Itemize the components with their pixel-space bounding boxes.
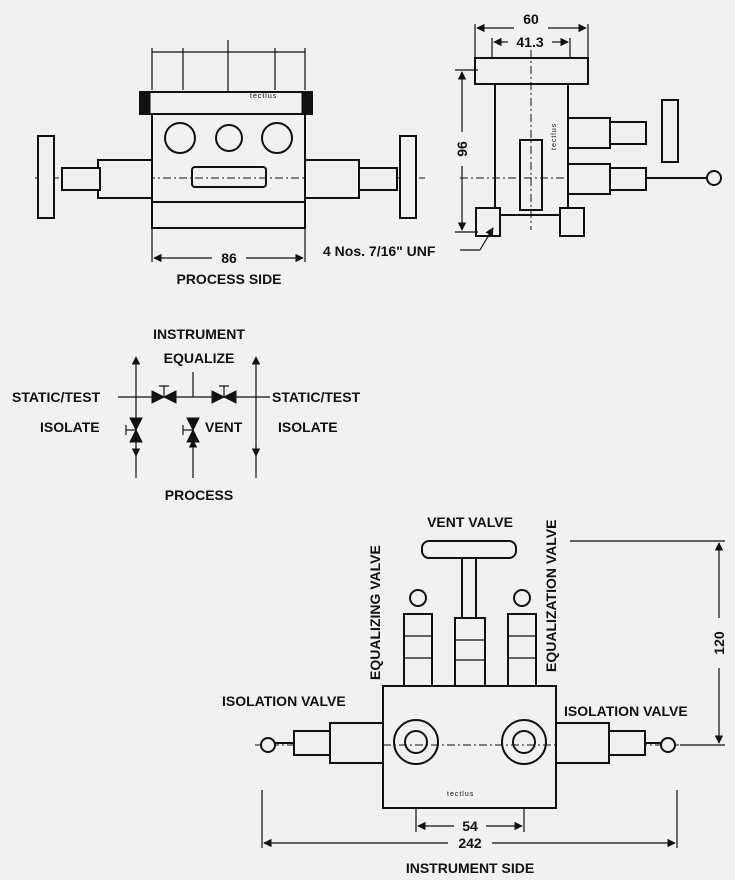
equalizing-valve-knob (409, 589, 427, 607)
schematic-label-isolate-right: ISOLATE (278, 419, 338, 435)
port-left-outer (393, 719, 439, 765)
vent-t-handle (421, 540, 517, 559)
front-body (151, 113, 306, 203)
inner-dimension: 54 (462, 818, 478, 834)
equalizing-valve-label: EQUALIZING VALVE (367, 545, 383, 680)
front-bonnet-right (304, 159, 360, 199)
side-height-dimension: 96 (454, 141, 470, 157)
side-view: 60 41.3 tectlus 96 4 Nos. 7/1 (323, 11, 722, 259)
side-bonnet-lower (567, 163, 611, 195)
height-dimension: 120 (711, 631, 727, 655)
thread-note: 4 Nos. 7/16" UNF (323, 243, 436, 259)
front-handwheel-right (399, 135, 417, 219)
front-width-dimension: 86 (221, 250, 237, 266)
front-port-center (215, 124, 243, 152)
isolation-valve-left-bonnet (329, 722, 384, 764)
schematic-label-isolate-left: ISOLATE (40, 419, 100, 435)
isolation-valve-right-bonnet (555, 722, 610, 764)
front-view: tectlus 86 PROCESS SIDE (35, 40, 425, 287)
front-port-left (164, 122, 196, 154)
schematic-label-vent: VENT (205, 419, 243, 435)
flow-schematic: INSTRUMENT EQUALIZE STATIC/TEST ISOLATE … (12, 326, 361, 503)
front-port-right (261, 122, 293, 154)
equalizing-valve-bonnet (403, 613, 433, 689)
side-stem-lower (609, 167, 647, 191)
vent-valve-bonnet (454, 617, 486, 689)
isolation-valve-left-stem (293, 730, 331, 756)
vent-valve-label: VENT VALVE (427, 514, 513, 530)
side-stem-upper (609, 121, 647, 145)
front-base (151, 201, 306, 229)
equalization-valve-knob (513, 589, 531, 607)
port-right-inner (512, 730, 536, 754)
side-width-dimension: 60 (523, 11, 539, 27)
side-foot-right (559, 207, 585, 237)
equalization-valve-label: EQUALIZATION VALVE (543, 520, 559, 672)
front-stem-right (358, 167, 398, 191)
isolation-valve-right-stem (608, 730, 646, 756)
side-lever-knob (706, 170, 722, 186)
side-inner-dimension: 41.3 (516, 34, 543, 50)
isolation-valve-right-knob (660, 737, 676, 753)
schematic-label-equalize: EQUALIZE (164, 350, 235, 366)
front-top-dimension (151, 40, 306, 95)
overall-dimension: 242 (458, 835, 482, 851)
bottom-view: VENT VALVE EQUALIZING VALVE EQUALIZATION… (222, 514, 727, 876)
side-handwheel (661, 99, 679, 163)
schematic-label-static-test-right: STATIC/TEST (272, 389, 361, 405)
isolation-valve-left-knob (260, 737, 276, 753)
equalization-valve-bonnet (507, 613, 537, 689)
front-brand-mark: tectlus (250, 93, 277, 100)
front-center-handle (191, 166, 267, 188)
schematic-label-static-test-left: STATIC/TEST (12, 389, 101, 405)
side-brand-mark: tectlus (551, 123, 558, 150)
port-right-outer (501, 719, 547, 765)
schematic-label-instrument: INSTRUMENT (153, 326, 245, 342)
bottom-brand-mark: tectlus (447, 791, 474, 798)
isolation-valve-label-right: ISOLATION VALVE (564, 703, 688, 719)
front-stem-left (61, 167, 101, 191)
front-top-rail (139, 91, 313, 115)
port-left-inner (404, 730, 428, 754)
manifold-body (382, 685, 557, 809)
front-bonnet-left (97, 159, 153, 199)
schematic-label-process: PROCESS (165, 487, 233, 503)
process-side-caption: PROCESS SIDE (176, 271, 281, 287)
isolation-valve-label-left: ISOLATION VALVE (222, 693, 346, 709)
front-rail-cap-left (139, 91, 151, 115)
side-foot-left (475, 207, 501, 237)
front-handwheel-left (37, 135, 55, 219)
side-bonnet-upper (567, 117, 611, 149)
front-rail-cap-right (301, 91, 313, 115)
instrument-side-caption: INSTRUMENT SIDE (406, 860, 534, 876)
